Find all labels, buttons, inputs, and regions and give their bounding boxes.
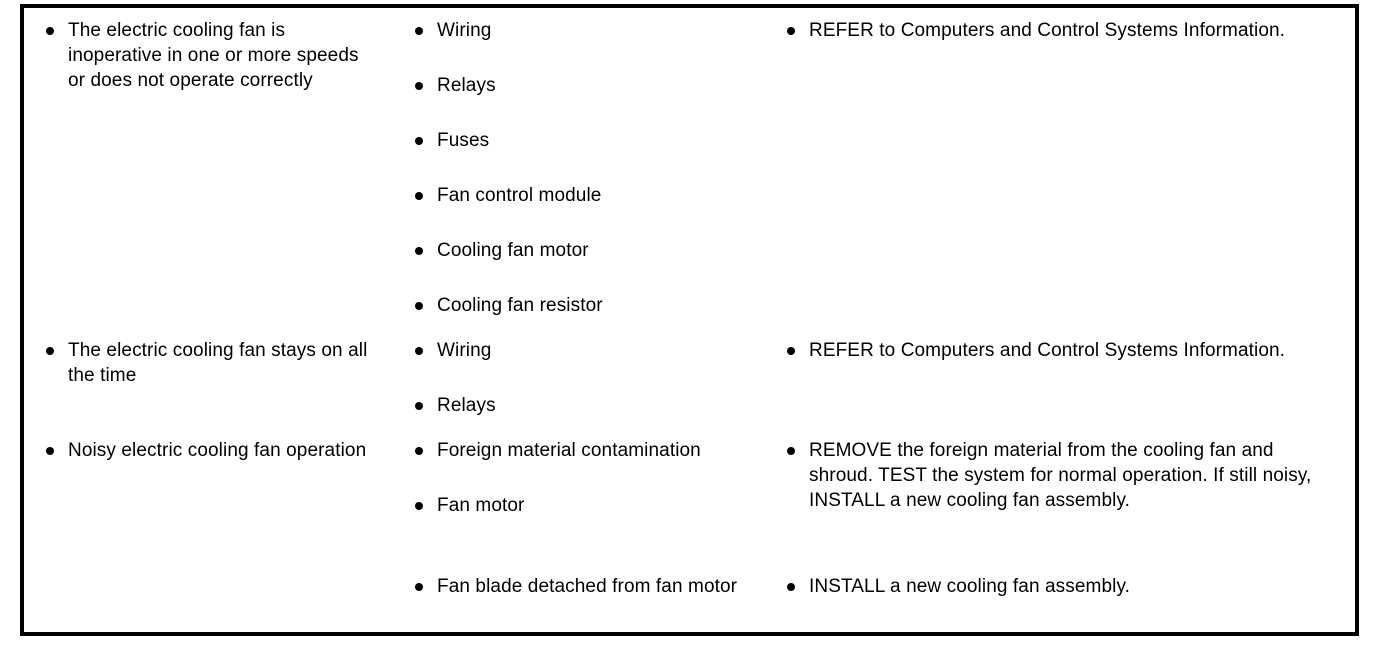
table-row: The electric cooling fan is inoperative … xyxy=(22,6,1357,328)
cell-content: The electric cooling fan is inoperative … xyxy=(24,8,393,103)
action-cell: REFER to Computers and Control Systems I… xyxy=(765,328,1357,428)
sources-cell: Fan blade detached from fan motor xyxy=(393,564,765,634)
list-item: Fuses xyxy=(407,128,753,153)
cell-content: INSTALL a new cooling fan assembly. xyxy=(765,564,1355,609)
list-item: Fan motor xyxy=(407,493,753,518)
list-item: Fan blade detached from fan motor xyxy=(407,574,753,599)
action-list: REFER to Computers and Control Systems I… xyxy=(779,338,1343,363)
condition-cell: The electric cooling fan is inoperative … xyxy=(22,6,393,328)
table-row: Noisy electric cooling fan operation For… xyxy=(22,428,1357,564)
condition-list: Noisy electric cooling fan operation xyxy=(38,438,381,463)
table-row: Fan blade detached from fan motor INSTAL… xyxy=(22,564,1357,634)
sources-list: Fan blade detached from fan motor xyxy=(407,574,753,599)
list-item: Relays xyxy=(407,73,753,98)
list-item: Wiring xyxy=(407,18,753,43)
list-item: Fan control module xyxy=(407,183,753,208)
action-list: REFER to Computers and Control Systems I… xyxy=(779,18,1343,43)
cell-content: The electric cooling fan stays on all th… xyxy=(24,328,393,398)
list-item: The electric cooling fan stays on all th… xyxy=(38,338,381,388)
list-item: Cooling fan motor xyxy=(407,238,753,263)
list-item: REMOVE the foreign material from the coo… xyxy=(779,438,1343,513)
cell-content: Noisy electric cooling fan operation xyxy=(24,428,393,473)
condition-cell-empty xyxy=(22,564,393,634)
list-item: The electric cooling fan is inoperative … xyxy=(38,18,381,93)
cell-content xyxy=(24,564,393,584)
list-item: Wiring xyxy=(407,338,753,363)
list-item: Noisy electric cooling fan operation xyxy=(38,438,381,463)
sources-cell: Wiring Relays Fuses Fan control module C… xyxy=(393,6,765,328)
diagnostic-table: The electric cooling fan is inoperative … xyxy=(20,4,1359,636)
sources-list: Wiring Relays Fuses Fan control module C… xyxy=(407,18,753,318)
cell-content: REFER to Computers and Control Systems I… xyxy=(765,8,1355,53)
cell-content: REMOVE the foreign material from the coo… xyxy=(765,428,1355,523)
cell-content: Foreign material contamination Fan motor xyxy=(393,428,765,528)
action-cell: INSTALL a new cooling fan assembly. xyxy=(765,564,1357,634)
condition-cell: Noisy electric cooling fan operation xyxy=(22,428,393,564)
cell-content: Fan blade detached from fan motor xyxy=(393,564,765,609)
sources-cell: Foreign material contamination Fan motor xyxy=(393,428,765,564)
cell-content: Wiring Relays xyxy=(393,328,765,428)
table-body: The electric cooling fan is inoperative … xyxy=(22,6,1357,634)
action-cell: REFER to Computers and Control Systems I… xyxy=(765,6,1357,328)
cell-content: REFER to Computers and Control Systems I… xyxy=(765,328,1355,373)
action-cell: REMOVE the foreign material from the coo… xyxy=(765,428,1357,564)
condition-cell: The electric cooling fan stays on all th… xyxy=(22,328,393,428)
cell-content: Wiring Relays Fuses Fan control module C… xyxy=(393,8,765,328)
list-item: Cooling fan resistor xyxy=(407,293,753,318)
list-item: INSTALL a new cooling fan assembly. xyxy=(779,574,1343,599)
sources-list: Wiring Relays xyxy=(407,338,753,418)
condition-list: The electric cooling fan stays on all th… xyxy=(38,338,381,388)
list-item: REFER to Computers and Control Systems I… xyxy=(779,338,1343,363)
condition-list: The electric cooling fan is inoperative … xyxy=(38,18,381,93)
sources-cell: Wiring Relays xyxy=(393,328,765,428)
list-item: Relays xyxy=(407,393,753,418)
action-list: REMOVE the foreign material from the coo… xyxy=(779,438,1343,513)
list-item: REFER to Computers and Control Systems I… xyxy=(779,18,1343,43)
table-row: The electric cooling fan stays on all th… xyxy=(22,328,1357,428)
sources-list: Foreign material contamination Fan motor xyxy=(407,438,753,518)
action-list: INSTALL a new cooling fan assembly. xyxy=(779,574,1343,599)
list-item: Foreign material contamination xyxy=(407,438,753,463)
